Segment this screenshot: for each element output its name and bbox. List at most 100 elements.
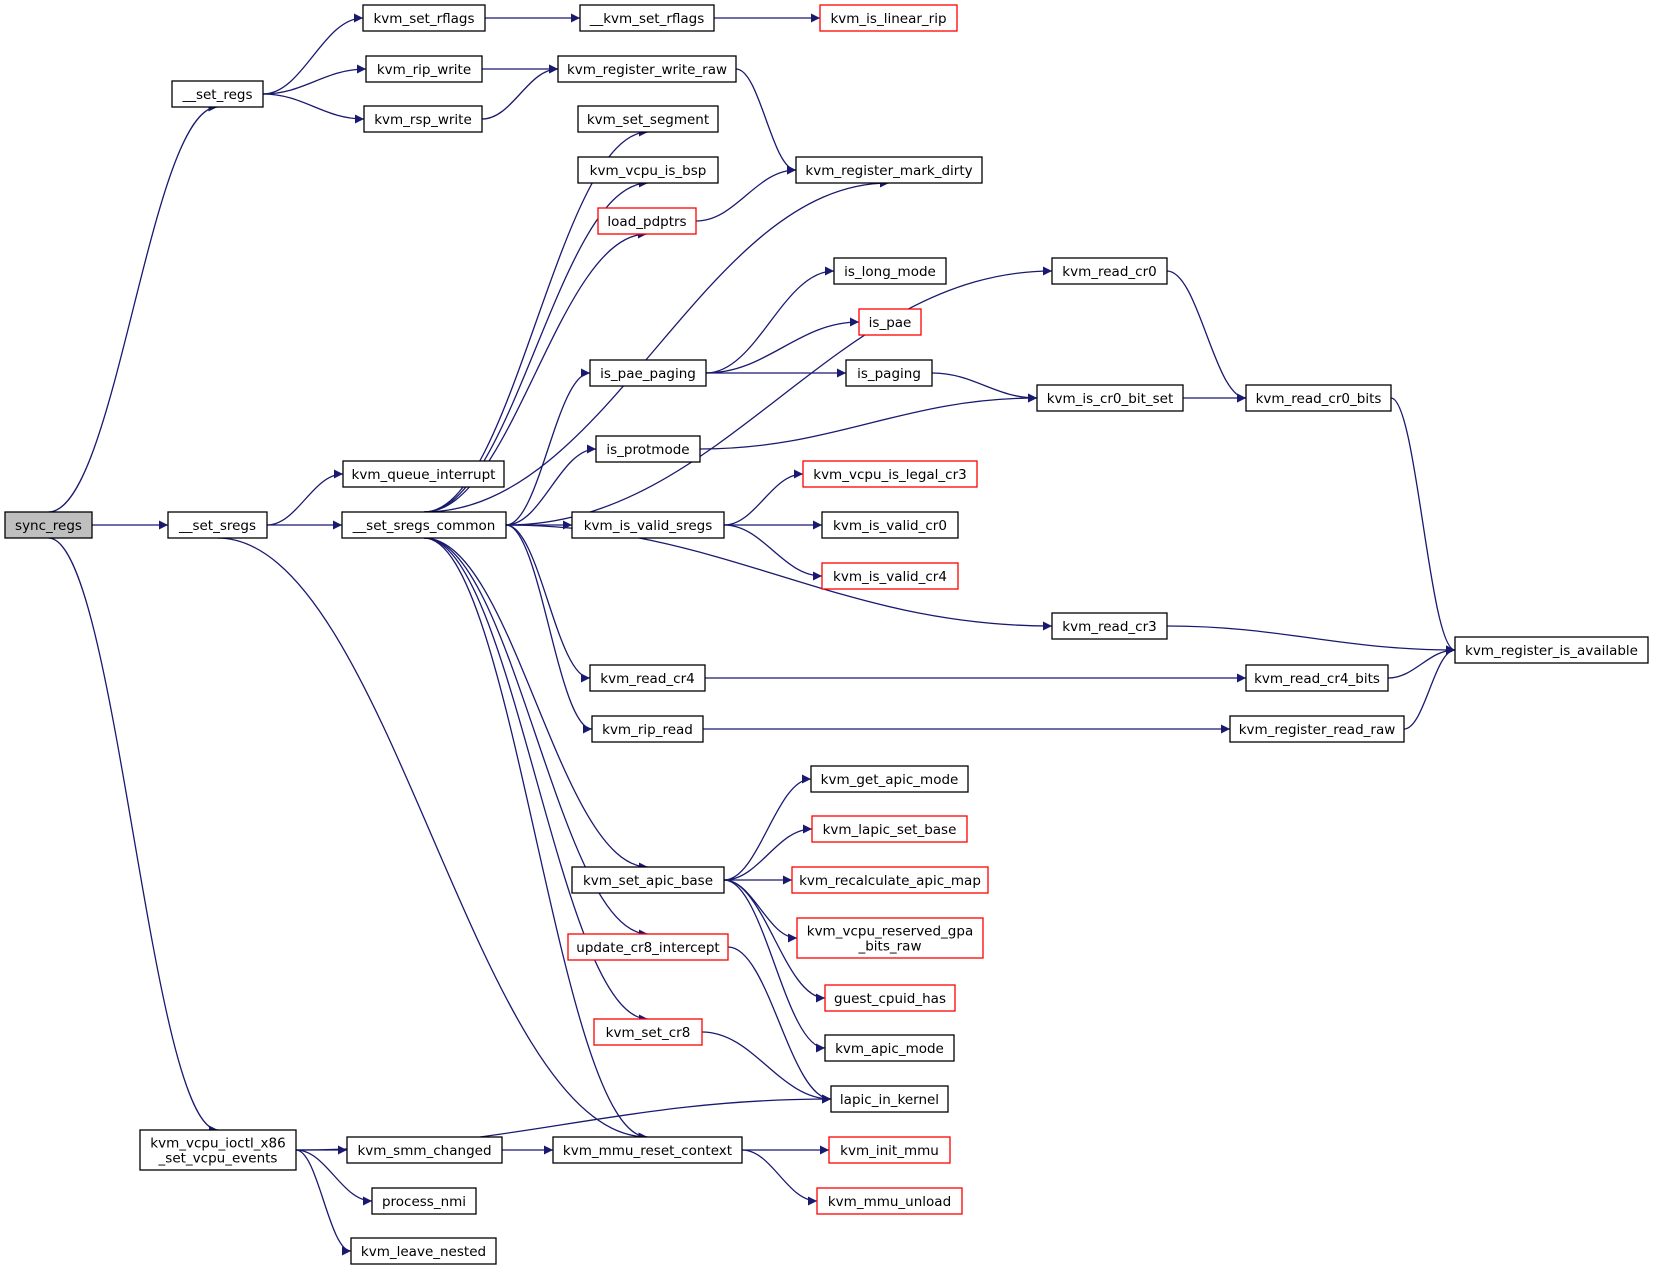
node-kvm_vcpu_ioctl_x86_set_vcpu_events[interactable]: kvm_vcpu_ioctl_x86_set_vcpu_events: [139, 1129, 297, 1171]
node-label: kvm_read_cr3: [1062, 619, 1156, 635]
edge-path: [723, 469, 804, 526]
node-kvm_read_cr0[interactable]: kvm_read_cr0: [1051, 257, 1168, 285]
node-kvm_register_write_raw[interactable]: kvm_register_write_raw: [557, 55, 737, 83]
edge-sync_regs-to-__set_regs: [48, 102, 218, 513]
node-kvm_leave_nested[interactable]: kvm_leave_nested: [350, 1237, 497, 1265]
node-label: kvm_register_write_raw: [567, 62, 727, 78]
node-process_nmi[interactable]: process_nmi: [371, 1187, 477, 1215]
edge-__set_regs-to-kvm_rsp_write: [262, 93, 365, 124]
node-kvm_recalculate_apic_map[interactable]: kvm_recalculate_apic_map: [791, 866, 989, 894]
node-is_pae[interactable]: is_pae: [858, 308, 922, 336]
edge-__set_sregs-to-kvm_queue_interrupt: [266, 469, 344, 526]
node-kvm_rip_write[interactable]: kvm_rip_write: [365, 55, 483, 83]
node-__set_sregs[interactable]: __set_sregs: [167, 511, 268, 539]
node-kvm_is_valid_sregs[interactable]: kvm_is_valid_sregs: [571, 511, 725, 539]
edge-path: [423, 178, 649, 513]
node-kvm_register_read_raw[interactable]: kvm_register_read_raw: [1229, 715, 1405, 743]
node-box: [552, 1136, 743, 1164]
node-kvm_mmu_reset_context[interactable]: kvm_mmu_reset_context: [552, 1136, 743, 1164]
edge-path: [505, 266, 1053, 526]
node-kvm_is_valid_cr0[interactable]: kvm_is_valid_cr0: [821, 511, 959, 539]
node-label: kvm_apic_mode: [835, 1041, 944, 1057]
node-guest_cpuid_has[interactable]: guest_cpuid_has: [824, 984, 956, 1012]
node-kvm_vcpu_is_legal_cr3[interactable]: kvm_vcpu_is_legal_cr3: [802, 460, 978, 488]
edge-kvm_is_valid_sregs-to-kvm_is_valid_cr4: [723, 524, 823, 581]
node-kvm_read_cr4_bits[interactable]: kvm_read_cr4_bits: [1245, 664, 1389, 692]
node-box: [791, 866, 989, 894]
edge-kvm_set_cr8-to-lapic_in_kernel: [701, 1031, 832, 1104]
node-kvm_is_cr0_bit_set[interactable]: kvm_is_cr0_bit_set: [1036, 384, 1184, 412]
node-kvm_register_is_available[interactable]: kvm_register_is_available: [1454, 636, 1649, 664]
node-box: [824, 984, 956, 1012]
node-box: [567, 933, 729, 961]
node-kvm_init_mmu[interactable]: kvm_init_mmu: [828, 1136, 951, 1164]
node-kvm_apic_mode[interactable]: kvm_apic_mode: [824, 1034, 955, 1062]
node-kvm_set_rflags[interactable]: kvm_set_rflags: [362, 4, 486, 32]
node-load_pdptrs[interactable]: load_pdptrs: [597, 207, 697, 235]
edge-kvm_rsp_write-to-kvm_register_write_raw: [481, 64, 559, 120]
node-kvm_is_valid_cr4[interactable]: kvm_is_valid_cr4: [821, 562, 959, 590]
node-kvm_is_linear_rip[interactable]: kvm_is_linear_rip: [819, 4, 958, 32]
edge-load_pdptrs-to-kvm_register_mark_dirty: [695, 165, 797, 222]
node-box: [595, 435, 701, 463]
edge-path: [423, 537, 649, 939]
edge-sync_regs-to-kvm_vcpu_ioctl_x86_set_vcpu_events: [48, 537, 219, 1135]
node-kvm_get_apic_mode[interactable]: kvm_get_apic_mode: [810, 765, 969, 793]
node-box: [579, 4, 715, 32]
node-kvm_rsp_write[interactable]: kvm_rsp_write: [363, 105, 483, 133]
node-kvm_read_cr0_bits[interactable]: kvm_read_cr0_bits: [1245, 384, 1392, 412]
edge-path: [1387, 645, 1456, 679]
node-kvm_smm_changed[interactable]: kvm_smm_changed: [346, 1136, 503, 1164]
edge-update_cr8_intercept-to-lapic_in_kernel: [727, 946, 832, 1104]
node-kvm_set_segment[interactable]: kvm_set_segment: [577, 105, 719, 133]
node-label: kvm_vcpu_is_bsp: [590, 163, 707, 179]
node-box: [833, 257, 947, 285]
node-label: kvm_lapic_set_base: [823, 822, 957, 838]
node-kvm_lapic_set_base[interactable]: kvm_lapic_set_base: [811, 815, 968, 843]
node-label: kvm_rsp_write: [374, 112, 472, 128]
node-box: [346, 1136, 503, 1164]
node-is_paging[interactable]: is_paging: [845, 359, 933, 387]
node-kvm_set_apic_base[interactable]: kvm_set_apic_base: [571, 866, 725, 894]
node-kvm_vcpu_reserved_gpa_bits_raw[interactable]: kvm_vcpu_reserved_gpa_bits_raw: [796, 917, 984, 959]
edge-path: [217, 537, 648, 1142]
node-kvm_read_cr3[interactable]: kvm_read_cr3: [1051, 612, 1168, 640]
node-is_long_mode[interactable]: is_long_mode: [833, 257, 947, 285]
edge-is_protmode-to-kvm_is_cr0_bit_set: [699, 393, 1038, 450]
node-kvm_register_mark_dirty[interactable]: kvm_register_mark_dirty: [795, 156, 983, 184]
node-label: sync_regs: [15, 518, 82, 534]
node-label: is_paging: [857, 366, 921, 382]
node-update_cr8_intercept[interactable]: update_cr8_intercept: [567, 933, 729, 961]
node-kvm_vcpu_is_bsp[interactable]: kvm_vcpu_is_bsp: [577, 156, 719, 184]
node-label: kvm_leave_nested: [361, 1244, 486, 1260]
node-label: process_nmi: [382, 1194, 466, 1210]
node-sync_regs[interactable]: sync_regs: [4, 511, 93, 539]
node-label: kvm_set_cr8: [606, 1025, 691, 1041]
node-is_protmode[interactable]: is_protmode: [595, 435, 701, 463]
node-__kvm_set_rflags[interactable]: __kvm_set_rflags: [579, 4, 715, 32]
node-box: [1051, 257, 1168, 285]
edge-kvm_read_cr4_bits-to-kvm_register_is_available: [1387, 645, 1456, 679]
node-kvm_queue_interrupt[interactable]: kvm_queue_interrupt: [342, 460, 505, 488]
node-box: [371, 1187, 477, 1215]
node-kvm_set_cr8[interactable]: kvm_set_cr8: [593, 1018, 703, 1046]
node-lapic_in_kernel[interactable]: lapic_in_kernel: [830, 1085, 949, 1113]
node-label: kvm_get_apic_mode: [821, 772, 959, 788]
node-kvm_rip_read[interactable]: kvm_rip_read: [591, 715, 704, 743]
edge-kvm_register_write_raw-to-kvm_register_mark_dirty: [735, 68, 797, 175]
node-__set_regs[interactable]: __set_regs: [171, 80, 264, 108]
node-is_pae_paging[interactable]: is_pae_paging: [589, 359, 707, 387]
node-__set_sregs_common[interactable]: __set_sregs_common: [341, 511, 507, 539]
edge-path: [295, 1149, 373, 1206]
node-kvm_read_cr4[interactable]: kvm_read_cr4: [589, 664, 706, 692]
node-box: [577, 105, 719, 133]
edge-path: [423, 127, 649, 513]
node-box: [4, 511, 93, 539]
node-label: lapic_in_kernel: [840, 1092, 939, 1108]
node-box: [811, 815, 968, 843]
node-kvm_mmu_unload[interactable]: kvm_mmu_unload: [816, 1187, 963, 1215]
node-label: kvm_is_linear_rip: [830, 11, 946, 27]
node-box: [796, 917, 984, 959]
node-box: [342, 460, 505, 488]
